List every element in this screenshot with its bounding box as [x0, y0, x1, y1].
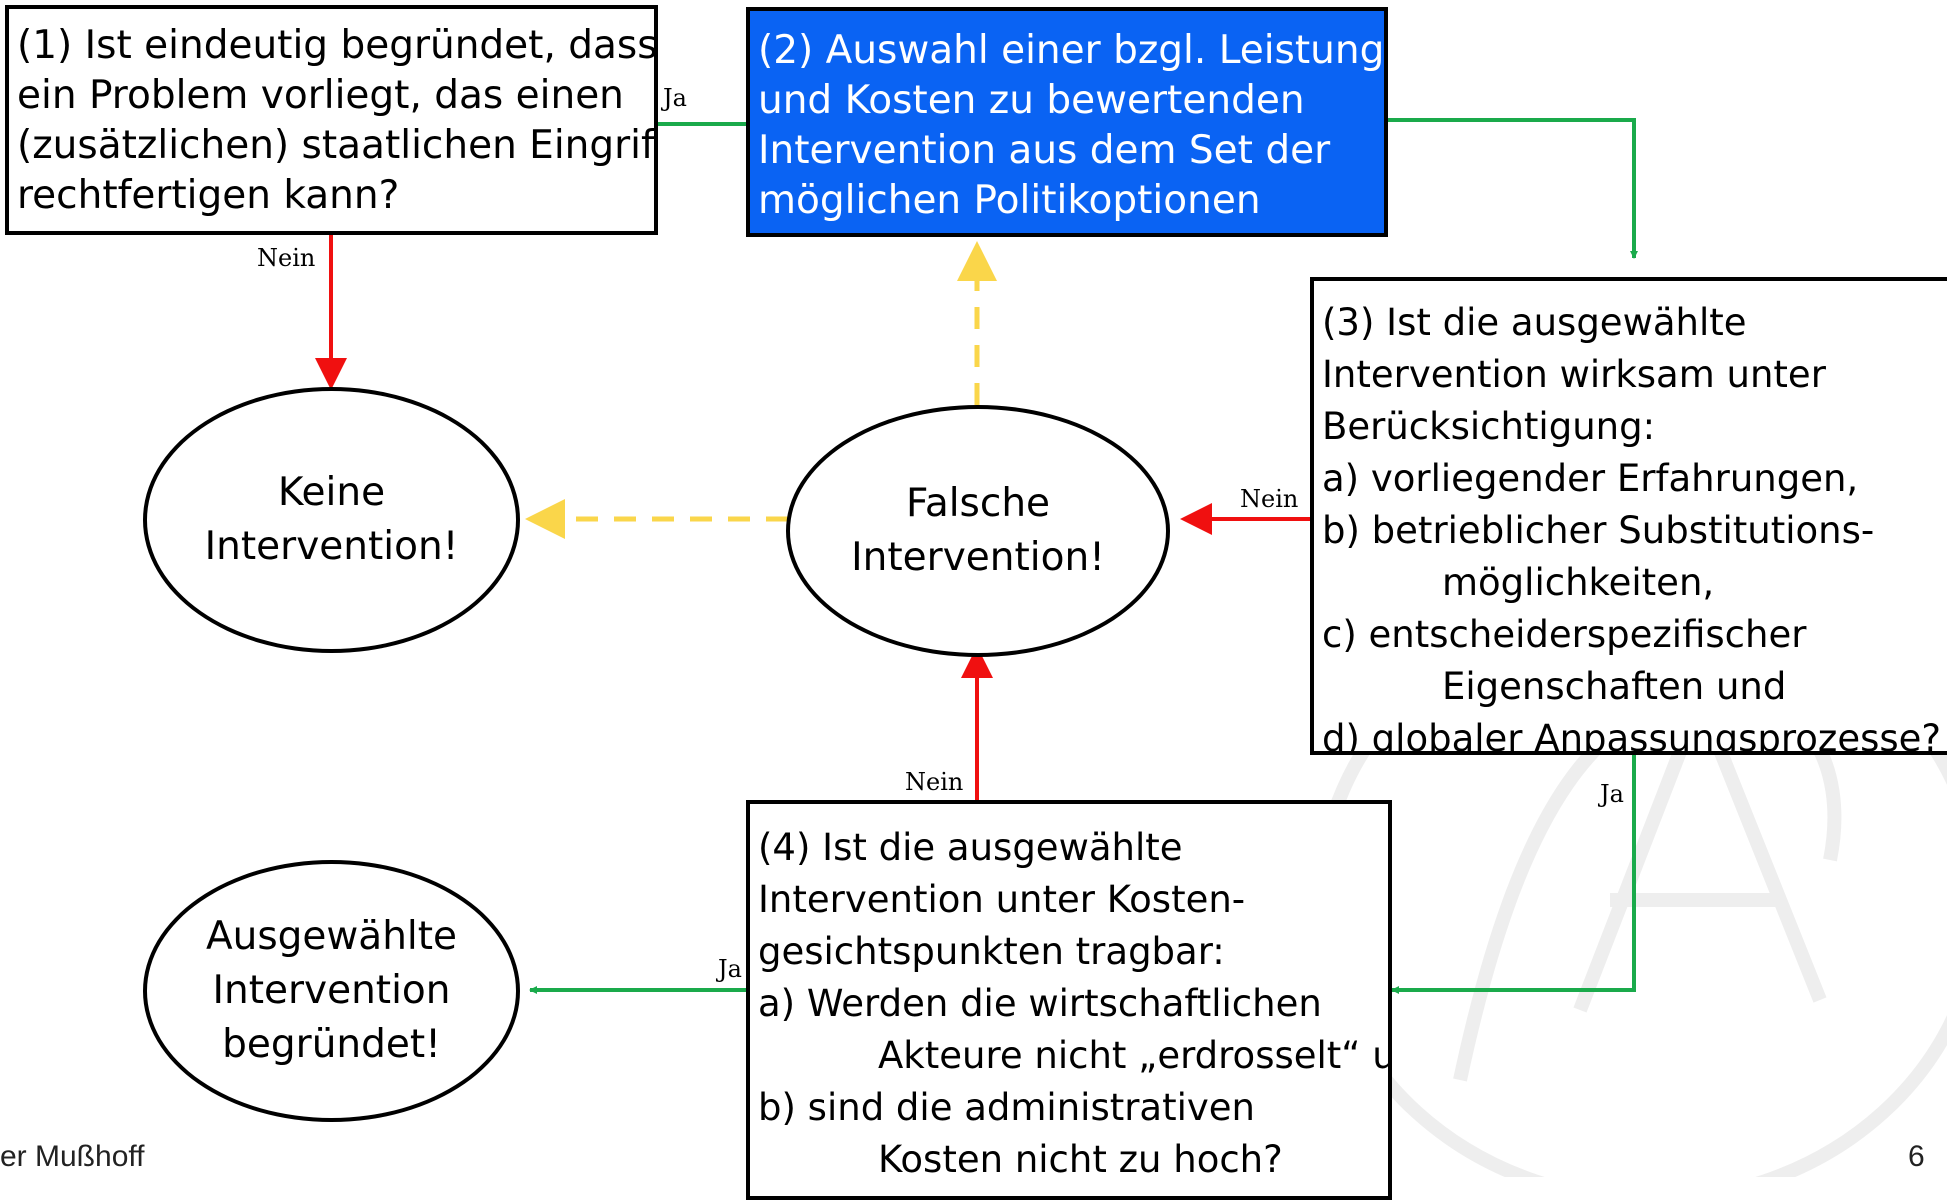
box1-line: rechtfertigen kann?: [17, 173, 400, 218]
ellipse-line: begründet!: [222, 1022, 441, 1067]
box4-line: (4) Ist die ausgewählte: [758, 826, 1183, 869]
footer-page-number: 6: [1908, 1140, 1925, 1173]
box1-line: ein Problem vorliegt, das einen: [17, 73, 624, 118]
box3-line: Berücksichtigung:: [1322, 405, 1656, 448]
outcome-ausgewaehlte-intervention: Ausgewählte Intervention begründet!: [143, 860, 520, 1122]
label-nein-box1: Nein: [257, 244, 316, 272]
box3-item-d: d) globaler Anpassungsprozesse?: [1322, 717, 1942, 755]
ellipse-line: Intervention: [212, 968, 451, 1013]
arrow-box3-to-box4: [1391, 755, 1636, 994]
box3-line: Intervention wirksam unter: [1322, 353, 1826, 396]
ellipse-line: Keine: [277, 470, 386, 515]
decision-box-3: (3) Ist die ausgewählte Intervention wir…: [1310, 277, 1947, 755]
label-ja-box3: Ja: [1600, 780, 1624, 808]
box2-line: und Kosten zu bewertenden: [758, 78, 1305, 123]
arrow-box2-to-box3: [1388, 118, 1638, 259]
decision-box-4: (4) Ist die ausgewählte Intervention unt…: [746, 800, 1392, 1200]
footer-author: er Mußhoff: [0, 1140, 145, 1173]
ellipse-line: Intervention!: [204, 524, 459, 569]
box3-item-a: a) vorliegender Erfahrungen,: [1322, 457, 1859, 500]
outcome-falsche-intervention: Falsche Intervention!: [786, 405, 1170, 657]
outcome-keine-intervention: Keine Intervention!: [143, 387, 520, 653]
decision-box-1: (1) Ist eindeutig begründet, dass ein Pr…: [5, 5, 658, 235]
label-nein-box4: Nein: [905, 768, 964, 796]
box4-line: gesichtspunkten tragbar:: [758, 930, 1225, 973]
ellipse-line: Ausgewählte: [205, 914, 458, 959]
label-ja-box4: Ja: [718, 955, 742, 983]
label-ja-box1: Ja: [663, 84, 687, 112]
ellipse-line: Falsche: [905, 481, 1051, 526]
box3-line: (3) Ist die ausgewählte: [1322, 301, 1747, 344]
box2-line: Intervention aus dem Set der: [758, 128, 1331, 173]
box3-item-b: b) betrieblicher Substitutions-möglichke…: [1322, 509, 1875, 604]
box1-line: (zusätzlichen) staatlichen Eingriff: [17, 123, 658, 168]
selection-box-2: (2) Auswahl einer bzgl. Leistung und Kos…: [746, 7, 1388, 237]
box4-line: Intervention unter Kosten-: [758, 878, 1246, 921]
box2-line: möglichen Politikoptionen: [758, 178, 1261, 223]
box1-line: (1) Ist eindeutig begründet, dass: [17, 23, 658, 68]
label-nein-box3: Nein: [1240, 485, 1299, 513]
ellipse-line: Intervention!: [851, 535, 1105, 580]
box2-line: (2) Auswahl einer bzgl. Leistung: [758, 28, 1385, 73]
